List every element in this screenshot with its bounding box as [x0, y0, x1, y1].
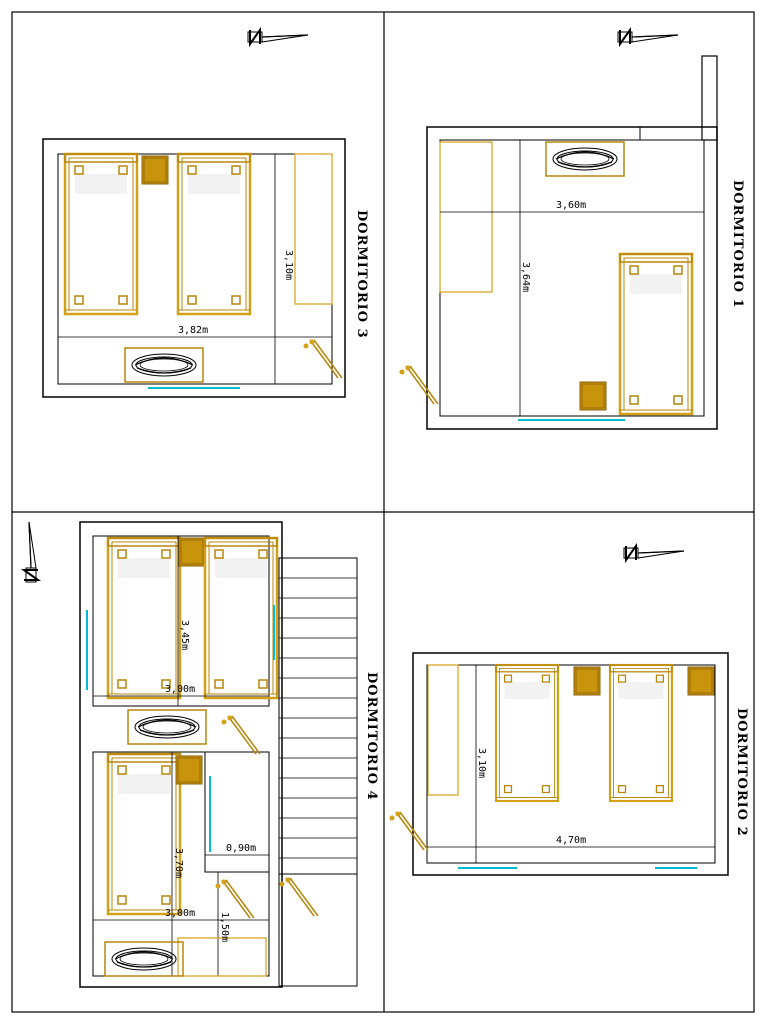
- dimension-hall-width: 0,90m: [226, 843, 256, 854]
- dimension-lower-width: 3,00m: [165, 908, 195, 919]
- north-arrow-icon: [23, 521, 39, 583]
- room-title: DORMITORIO 1: [730, 180, 745, 309]
- door-swing-icon: [398, 364, 439, 405]
- nightstand-icon: [573, 666, 601, 696]
- desk-chair-icon: [124, 347, 204, 383]
- north-arrow-icon: [247, 29, 309, 45]
- dimension-depth: 3,10m: [283, 250, 294, 280]
- dimension-depth: 3,64m: [520, 262, 531, 292]
- wardrobe: [294, 153, 333, 305]
- dimension-lower-depth: 3,70m: [173, 848, 184, 878]
- nightstand-icon: [687, 666, 715, 696]
- north-arrow-icon: [623, 545, 685, 561]
- room-dormitorio-2: 4,70m 3,10m DORMITORIO 2: [388, 545, 749, 876]
- dimension-upper-width: 3,00m: [165, 684, 195, 695]
- nightstand-icon: [579, 381, 607, 411]
- bed-icon: [63, 152, 139, 316]
- desk-chair-icon: [104, 941, 184, 977]
- room-dormitorio-1: 3,60m 3,64m DORMITORIO 1: [398, 29, 745, 430]
- bed-icon: [203, 536, 279, 700]
- room-title: DORMITORIO 3: [354, 210, 369, 339]
- dimension-width: 3,60m: [556, 200, 586, 211]
- door-swing-icon: [388, 810, 429, 851]
- room-title: DORMITORIO 2: [734, 708, 749, 837]
- wardrobe: [177, 937, 267, 977]
- bed-icon: [176, 152, 252, 316]
- wardrobe: [427, 664, 459, 796]
- wardrobe: [439, 141, 493, 293]
- north-arrow-icon: [617, 29, 679, 45]
- hallway: [204, 751, 270, 873]
- nightstand-icon: [141, 155, 169, 185]
- bed-icon: [494, 663, 559, 803]
- staircase: [278, 557, 358, 875]
- room-dormitorio-4: 3,00m 3,45m 3,00m 3,70m 0,90m 1,50m DORM…: [23, 521, 379, 988]
- desk-chair-icon: [545, 141, 625, 177]
- door-swing-icon: [220, 714, 261, 755]
- room-title: DORMITORIO 4: [364, 672, 379, 801]
- exterior-wall: [701, 55, 718, 141]
- dimension-hall-depth: 1,50m: [219, 912, 230, 942]
- bed-icon: [106, 536, 182, 700]
- dimension-width: 4,70m: [556, 835, 586, 846]
- door-swing-icon: [302, 338, 343, 379]
- nightstand-icon: [178, 537, 206, 567]
- bed-icon: [618, 252, 694, 416]
- bed-icon: [106, 752, 182, 916]
- bed-icon: [608, 663, 673, 803]
- desk-chair-icon: [127, 709, 207, 745]
- dimension-upper-depth: 3,45m: [179, 620, 190, 650]
- door-swing-icon: [278, 876, 319, 917]
- dimension-width: 3,82m: [178, 325, 208, 336]
- dimension-depth: 3,10m: [476, 748, 487, 778]
- nightstand-icon: [175, 755, 203, 785]
- room-dormitorio-3: 3,82m 3,10m DORMITORIO 3: [42, 29, 369, 398]
